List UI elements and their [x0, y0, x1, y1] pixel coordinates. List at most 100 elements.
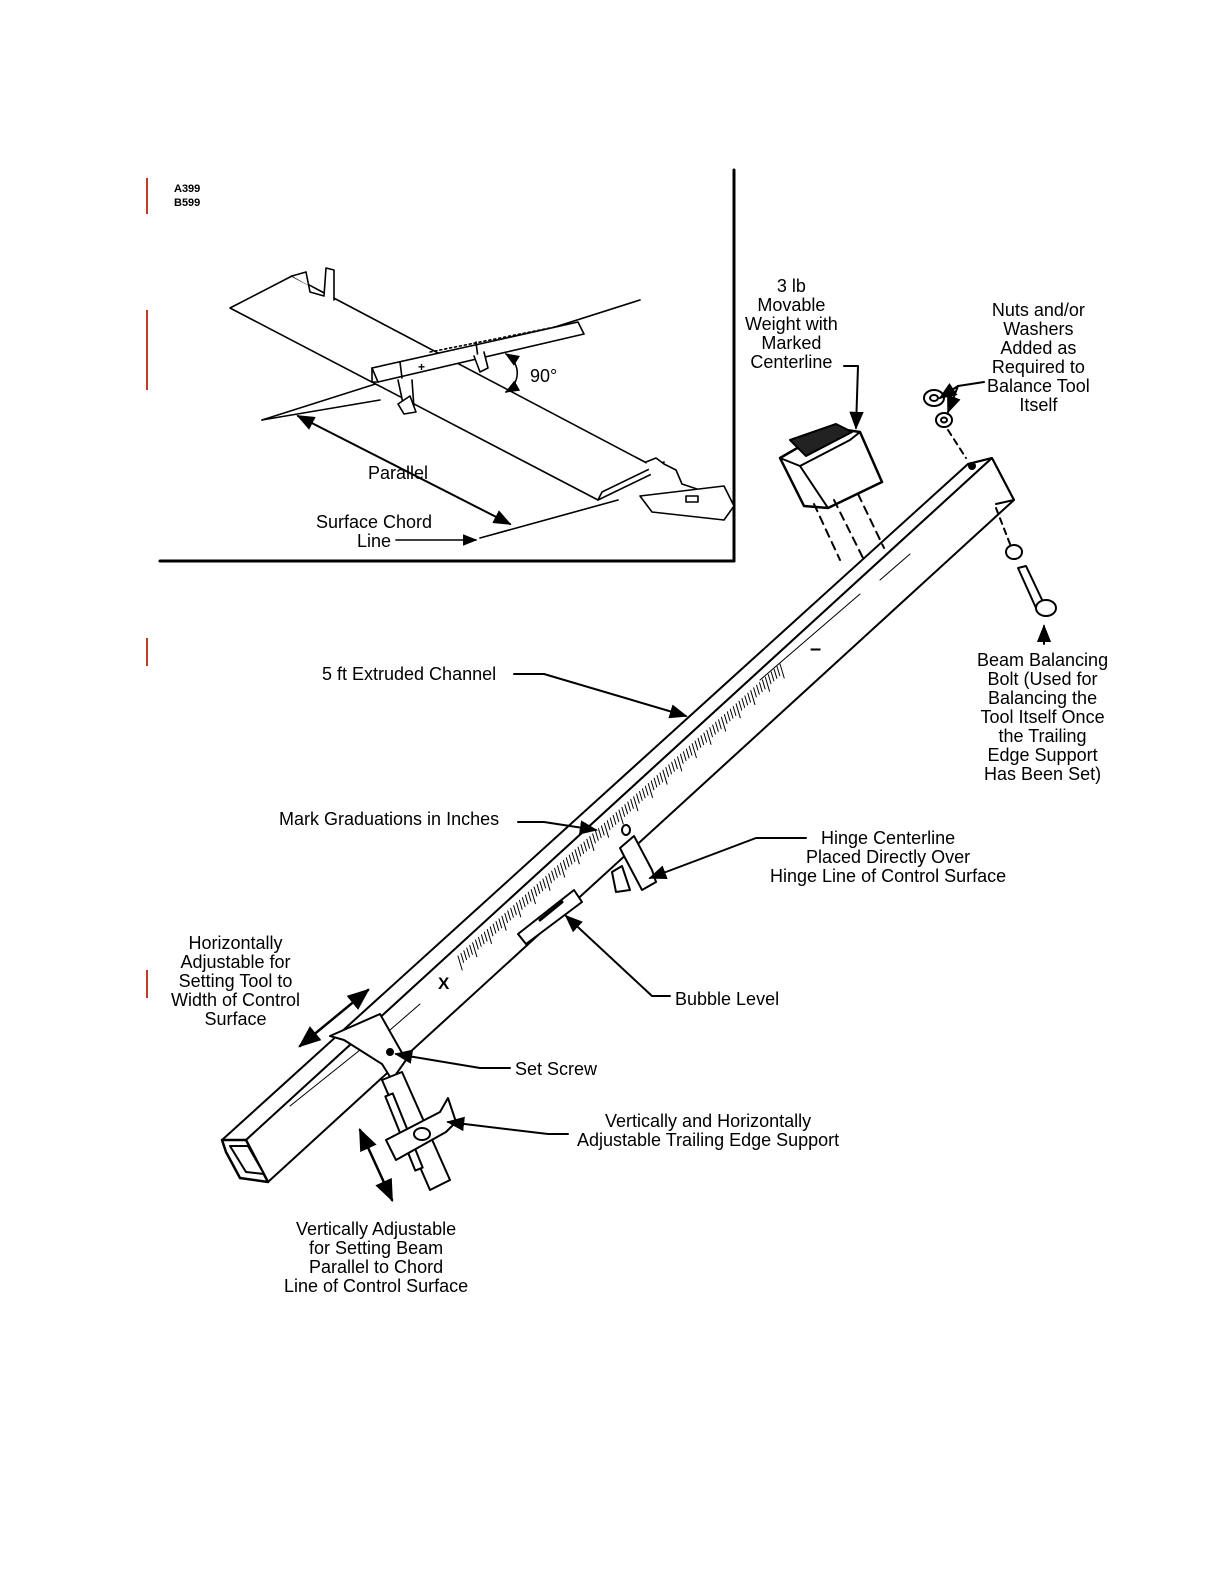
graduation-tick [674, 759, 678, 770]
change-bar [146, 970, 148, 998]
graduation-tick [615, 812, 620, 823]
inset-frame [158, 168, 736, 563]
graduation-tick [756, 684, 760, 695]
graduation-tick [469, 944, 473, 955]
graduation-tick [650, 780, 655, 791]
graduation-tick [703, 732, 708, 743]
angle-label: 90° [530, 366, 558, 386]
bubble-level-label: Bubble Level [675, 989, 780, 1009]
graduation-tick [662, 769, 668, 785]
graduation-tick [773, 668, 778, 679]
graduation-tick [477, 936, 482, 947]
graduation-tick [638, 790, 643, 801]
graduation-tick [545, 875, 551, 891]
trailing-edge-support [298, 988, 457, 1203]
graduation-tick [726, 711, 731, 722]
graduation-tick [580, 844, 585, 855]
graduation-tick [633, 796, 639, 812]
graduation-tick [744, 695, 749, 706]
graduation-tick [562, 859, 567, 870]
callout-leaders [394, 365, 985, 1135]
graduation-tick [759, 682, 763, 693]
graduation-tick [732, 705, 737, 716]
balancing-bolt-label: Beam Balancing Bolt (Used for Balancing … [977, 650, 1109, 784]
graduation-tick [592, 833, 596, 844]
movable-weight [778, 423, 885, 561]
vertical-adjust-label: Vertically Adjustable for Setting Beam P… [284, 1219, 469, 1296]
change-bar [146, 178, 148, 214]
graduation-tick [504, 913, 509, 924]
hinge-centerline-label: Hinge Centerline Placed Directly Over Hi… [770, 828, 1007, 886]
graduation-tick [636, 793, 640, 804]
graduation-tick [706, 729, 712, 745]
graduation-scale [457, 663, 785, 971]
inset-control-surface [229, 267, 735, 546]
graduation-tick [539, 881, 544, 892]
graduation-tick [735, 703, 741, 719]
graduation-tick [463, 950, 468, 961]
graduation-tick [779, 663, 785, 679]
graduation-tick [583, 841, 588, 852]
graduation-tick [530, 889, 536, 905]
graduation-tick [480, 934, 485, 945]
graduation-tick [489, 926, 494, 937]
graduation-tick [460, 952, 465, 963]
graduation-tick [565, 857, 570, 868]
graduation-tick [600, 825, 605, 836]
graduation-tick [685, 748, 690, 759]
graduation-tick [457, 955, 463, 971]
nuts-washers-label: Nuts and/or Washers Added as Required to… [987, 300, 1090, 415]
graduation-tick [486, 928, 492, 944]
graduation-tick [513, 905, 517, 916]
graduation-tick [483, 931, 488, 942]
extruded-channel [220, 457, 1015, 1184]
bubble-level [517, 889, 583, 945]
graduations-label: Mark Graduations in Inches [279, 809, 500, 829]
graduation-tick [694, 740, 699, 751]
graduation-tick [536, 883, 541, 894]
graduation-tick [741, 698, 746, 709]
graduation-tick [764, 676, 771, 692]
graduation-tick [738, 700, 743, 711]
graduation-tick [516, 902, 522, 918]
graduation-tick [767, 674, 772, 685]
hinge-bracket [611, 824, 657, 893]
graduation-tick [718, 719, 722, 730]
graduation-tick [577, 846, 582, 857]
graduation-tick [518, 899, 523, 910]
change-bar [146, 638, 148, 666]
graduation-tick [589, 836, 595, 852]
graduation-tick [776, 666, 781, 677]
graduation-tick [641, 788, 646, 799]
graduation-tick [668, 764, 672, 775]
graduation-tick [659, 772, 664, 783]
graduation-tick [729, 708, 734, 719]
graduation-tick [750, 690, 756, 706]
beam-balancing-bolt [1017, 565, 1057, 645]
inset-plus-mark: + [418, 360, 426, 374]
graduation-tick [507, 910, 511, 921]
set-screw-label: Set Screw [515, 1059, 598, 1079]
graduation-tick [542, 878, 547, 889]
graduation-tick [609, 817, 614, 828]
graduation-tick [527, 891, 532, 902]
graduation-tick [559, 862, 566, 878]
graduation-tick [630, 798, 634, 809]
graduation-tick [551, 870, 555, 881]
graduation-tick [554, 867, 558, 878]
trailing-edge-support-label: Vertically and Horizontally Adjustable T… [577, 1111, 840, 1150]
graduation-tick [723, 713, 728, 724]
graduation-tick [533, 886, 538, 897]
channel-label: 5 ft Extruded Channel [322, 664, 497, 684]
graduation-tick [492, 923, 497, 934]
graduation-tick [606, 820, 611, 831]
graduation-tick [548, 873, 552, 884]
graduation-tick [656, 774, 661, 785]
movable-weight-label: 3 lb Movable Weight with Marked Centerli… [745, 276, 838, 372]
graduation-tick [521, 897, 526, 908]
graduation-tick [510, 907, 514, 918]
change-bar [146, 310, 148, 390]
beam-dash-mark: – [810, 638, 822, 660]
